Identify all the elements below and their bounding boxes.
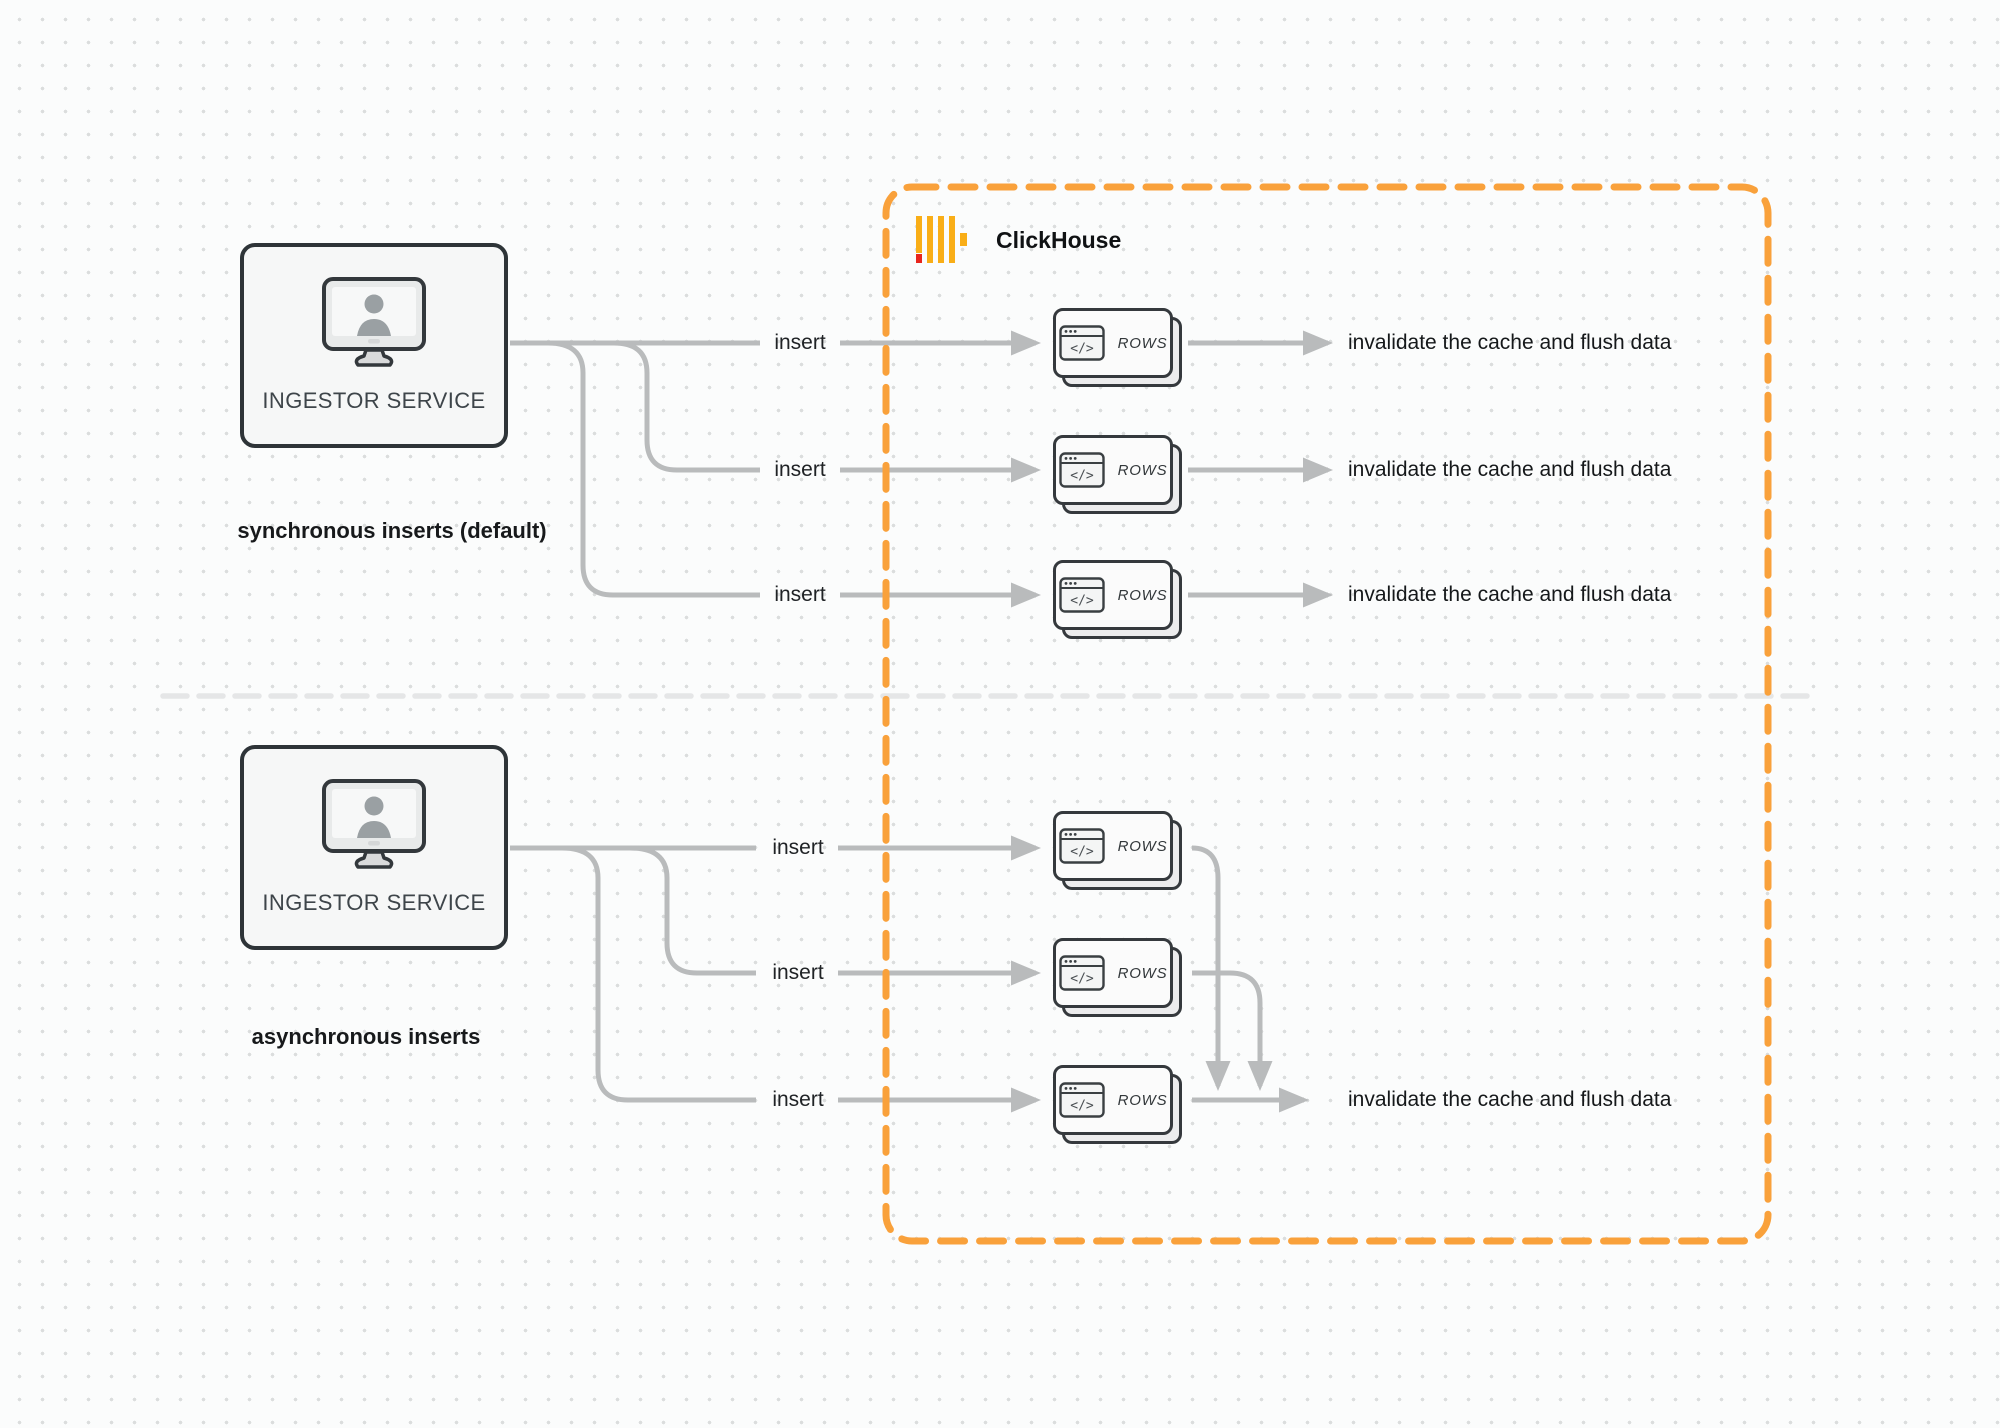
clickhouse-label: ClickHouse [996, 226, 1122, 253]
result-label: invalidate the cache and flush data [1348, 458, 1672, 481]
svg-text:</>: </> [1070, 342, 1094, 357]
browser-code-icon: </> [1058, 828, 1105, 864]
svg-text:</>: </> [1070, 845, 1094, 860]
clickhouse-boundary [882, 183, 1772, 1245]
clickhouse-header: ClickHouse [916, 216, 1121, 264]
svg-text:</>: </> [1070, 1099, 1094, 1114]
insert-label: insert [774, 583, 826, 606]
rows-card: </> ROWS [1053, 811, 1182, 890]
rows-label: ROWS [1117, 964, 1168, 982]
async-caption: asynchronous inserts [251, 1024, 481, 1049]
insert-label: insert [772, 836, 824, 859]
rows-label: ROWS [1117, 1091, 1168, 1109]
rows-card: </> ROWS [1053, 435, 1182, 514]
result-label: invalidate the cache and flush data [1348, 1088, 1672, 1111]
svg-text:</>: </> [1070, 594, 1094, 609]
svg-text:</>: </> [1070, 469, 1094, 484]
rows-card: </> ROWS [1053, 1065, 1182, 1144]
sync-ingestor-service-box: INGESTOR SERVICE [240, 243, 508, 448]
service-label: INGESTOR SERVICE [262, 388, 486, 413]
monitor-user-icon [322, 277, 426, 367]
rows-card: </> ROWS [1053, 308, 1182, 387]
rows-card: </> ROWS [1053, 938, 1182, 1017]
result-label: invalidate the cache and flush data [1348, 583, 1672, 606]
browser-code-icon: </> [1058, 955, 1105, 991]
insert-label: insert [772, 961, 824, 984]
result-label: invalidate the cache and flush data [1348, 331, 1672, 354]
rows-label: ROWS [1117, 334, 1168, 352]
async-ingestor-service-box: INGESTOR SERVICE [240, 745, 508, 950]
clickhouse-logo-icon [916, 216, 967, 263]
rows-label: ROWS [1117, 837, 1168, 855]
rows-card: </> ROWS [1053, 560, 1182, 639]
browser-code-icon: </> [1058, 577, 1105, 613]
service-label: INGESTOR SERVICE [262, 890, 486, 915]
insert-label: insert [772, 1088, 824, 1111]
rows-label: ROWS [1117, 461, 1168, 479]
browser-code-icon: </> [1058, 452, 1105, 488]
sync-caption: synchronous inserts (default) [237, 518, 547, 543]
monitor-user-icon [322, 779, 426, 869]
browser-code-icon: </> [1058, 325, 1105, 361]
insert-label: insert [774, 331, 826, 354]
rows-label: ROWS [1117, 586, 1168, 604]
svg-text:</>: </> [1070, 972, 1094, 987]
browser-code-icon: </> [1058, 1082, 1105, 1118]
insert-label: insert [774, 458, 826, 481]
